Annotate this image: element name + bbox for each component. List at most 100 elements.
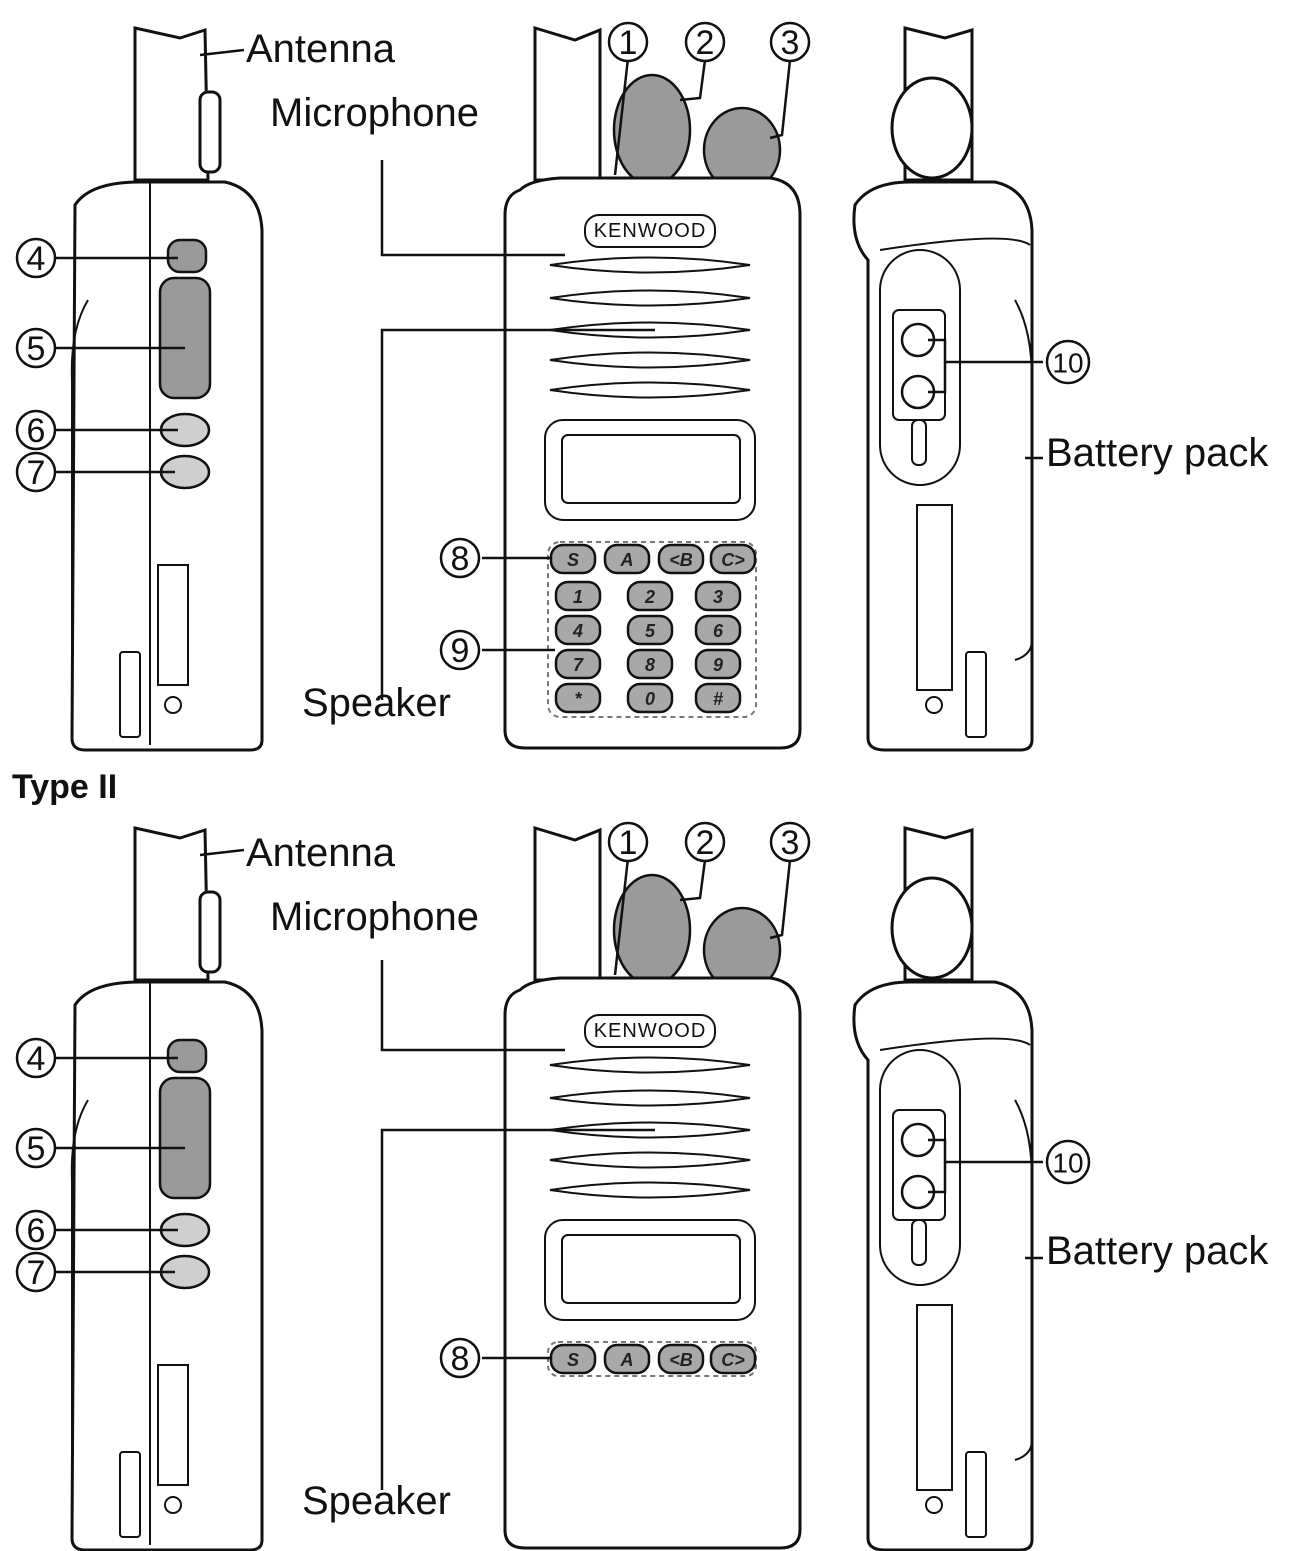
label-speaker: Speaker: [302, 681, 451, 725]
leader-lines-bottom: [56, 848, 1043, 1490]
brand-logo-bottom: KENWOOD: [594, 1020, 707, 1042]
callout-1-type-2: 1: [607, 821, 649, 863]
keypad-key-2: 2: [626, 580, 674, 612]
svg-text:2: 2: [696, 24, 715, 62]
function-keys-row: S A <B C>: [549, 543, 757, 575]
function-key-1-1: S: [549, 543, 597, 575]
left-side-view-type-2: [70, 826, 264, 1551]
callout-4: 4: [15, 237, 57, 279]
label-battery-pack-type-2: Battery pack: [1046, 1229, 1269, 1273]
svg-text:9: 9: [713, 655, 723, 675]
svg-text:6: 6: [27, 1212, 46, 1250]
svg-text:4: 4: [27, 240, 46, 278]
callout-8-type-2: 8: [439, 1337, 481, 1379]
keypad-key-1: 1: [554, 580, 602, 612]
keypad-key-9: 9: [694, 648, 742, 680]
callout-3-type-2: 3: [769, 821, 811, 863]
svg-text:6: 6: [27, 412, 46, 450]
svg-text:4: 4: [572, 621, 583, 641]
svg-text:2: 2: [696, 824, 715, 862]
svg-text:5: 5: [645, 621, 656, 641]
callout-10-type-2: 10: [1045, 1139, 1091, 1185]
svg-text:7: 7: [27, 454, 46, 492]
function-key-1-2: A: [603, 543, 651, 575]
right-side-view: [852, 26, 1034, 752]
label-antenna-type-2: Antenna: [246, 831, 396, 875]
right-side-view-type-2: [852, 826, 1034, 1551]
svg-text:3: 3: [781, 824, 800, 862]
svg-text:#: #: [713, 689, 723, 709]
label-speaker-type-2: Speaker: [302, 1479, 451, 1523]
callout-2-type-2: 2: [684, 821, 726, 863]
keypad-key-3: 3: [694, 580, 742, 612]
keypad-key-7: 7: [554, 648, 602, 680]
svg-text:1: 1: [619, 24, 638, 62]
label-antenna: Antenna: [246, 27, 396, 71]
svg-text:7: 7: [573, 655, 584, 675]
function-key-2-3: <B: [657, 1343, 705, 1375]
function-key-1-4: C>: [709, 543, 757, 575]
function-key-2-4: C>: [709, 1343, 757, 1375]
keypad-key-8: 8: [626, 648, 674, 680]
function-key-2-2: A: [603, 1343, 651, 1375]
svg-text:1: 1: [619, 824, 638, 862]
left-side-view: [70, 26, 264, 752]
callout-8: 8: [439, 537, 481, 579]
keypad-key-6: 6: [694, 614, 742, 646]
svg-text:5: 5: [27, 330, 46, 368]
svg-text:3: 3: [781, 24, 800, 62]
svg-text:8: 8: [451, 1340, 470, 1378]
svg-text:0: 0: [645, 689, 655, 709]
svg-text:4: 4: [27, 1040, 46, 1078]
keypad-key-5: 5: [626, 614, 674, 646]
svg-text:S: S: [567, 1350, 579, 1370]
callout-3: 3: [769, 21, 811, 63]
callout-5: 5: [15, 327, 57, 369]
svg-text:2: 2: [644, 587, 655, 607]
type-ii-heading: Type II: [12, 768, 117, 806]
numeric-keypad: 1 2 3 4 5 6 7 8 9 * 0 #: [554, 580, 742, 714]
callout-7: 7: [15, 451, 57, 493]
svg-text:1: 1: [573, 587, 583, 607]
keypad-key-10: *: [554, 682, 602, 714]
callout-7-type-2: 7: [15, 1251, 57, 1293]
svg-text:5: 5: [27, 1130, 46, 1168]
svg-text:A: A: [620, 1350, 634, 1370]
callout-9: 9: [439, 629, 481, 671]
svg-text:<B: <B: [669, 1350, 693, 1370]
callout-5-type-2: 5: [15, 1127, 57, 1169]
callout-6-type-2: 6: [15, 1209, 57, 1251]
svg-text:8: 8: [451, 540, 470, 578]
callout-10: 10: [1045, 339, 1091, 385]
keypad-key-12: #: [694, 682, 742, 714]
label-microphone-type-2: Microphone: [270, 895, 479, 939]
front-view-type-2: KENWOOD S A <B C>: [503, 825, 802, 1550]
function-key-1-3: <B: [657, 543, 705, 575]
speaker-grille-top: [549, 256, 751, 399]
svg-text:10: 10: [1052, 1148, 1083, 1179]
callout-2: 2: [684, 21, 726, 63]
svg-text:*: *: [574, 689, 582, 709]
speaker-grille-bottom: [549, 1056, 751, 1199]
function-key-2-1: S: [549, 1343, 597, 1375]
svg-text:6: 6: [713, 621, 724, 641]
label-battery-pack: Battery pack: [1046, 431, 1269, 475]
label-microphone: Microphone: [270, 91, 479, 135]
keypad-key-11: 0: [626, 682, 674, 714]
svg-text:10: 10: [1052, 348, 1083, 379]
keypad-key-4: 4: [554, 614, 602, 646]
type-2-group: KENWOOD S A <B C>: [15, 821, 1269, 1551]
callout-4-type-2: 4: [15, 1037, 57, 1079]
function-keys-row-type-2: S A <B C>: [549, 1343, 757, 1375]
svg-text:S: S: [567, 550, 579, 570]
svg-text:7: 7: [27, 1254, 46, 1292]
callout-1: 1: [607, 21, 649, 63]
svg-text:8: 8: [645, 655, 655, 675]
svg-text:9: 9: [451, 632, 470, 670]
svg-text:C>: C>: [721, 550, 745, 570]
svg-text:<B: <B: [669, 550, 693, 570]
leader-lines-top: [56, 48, 1043, 700]
